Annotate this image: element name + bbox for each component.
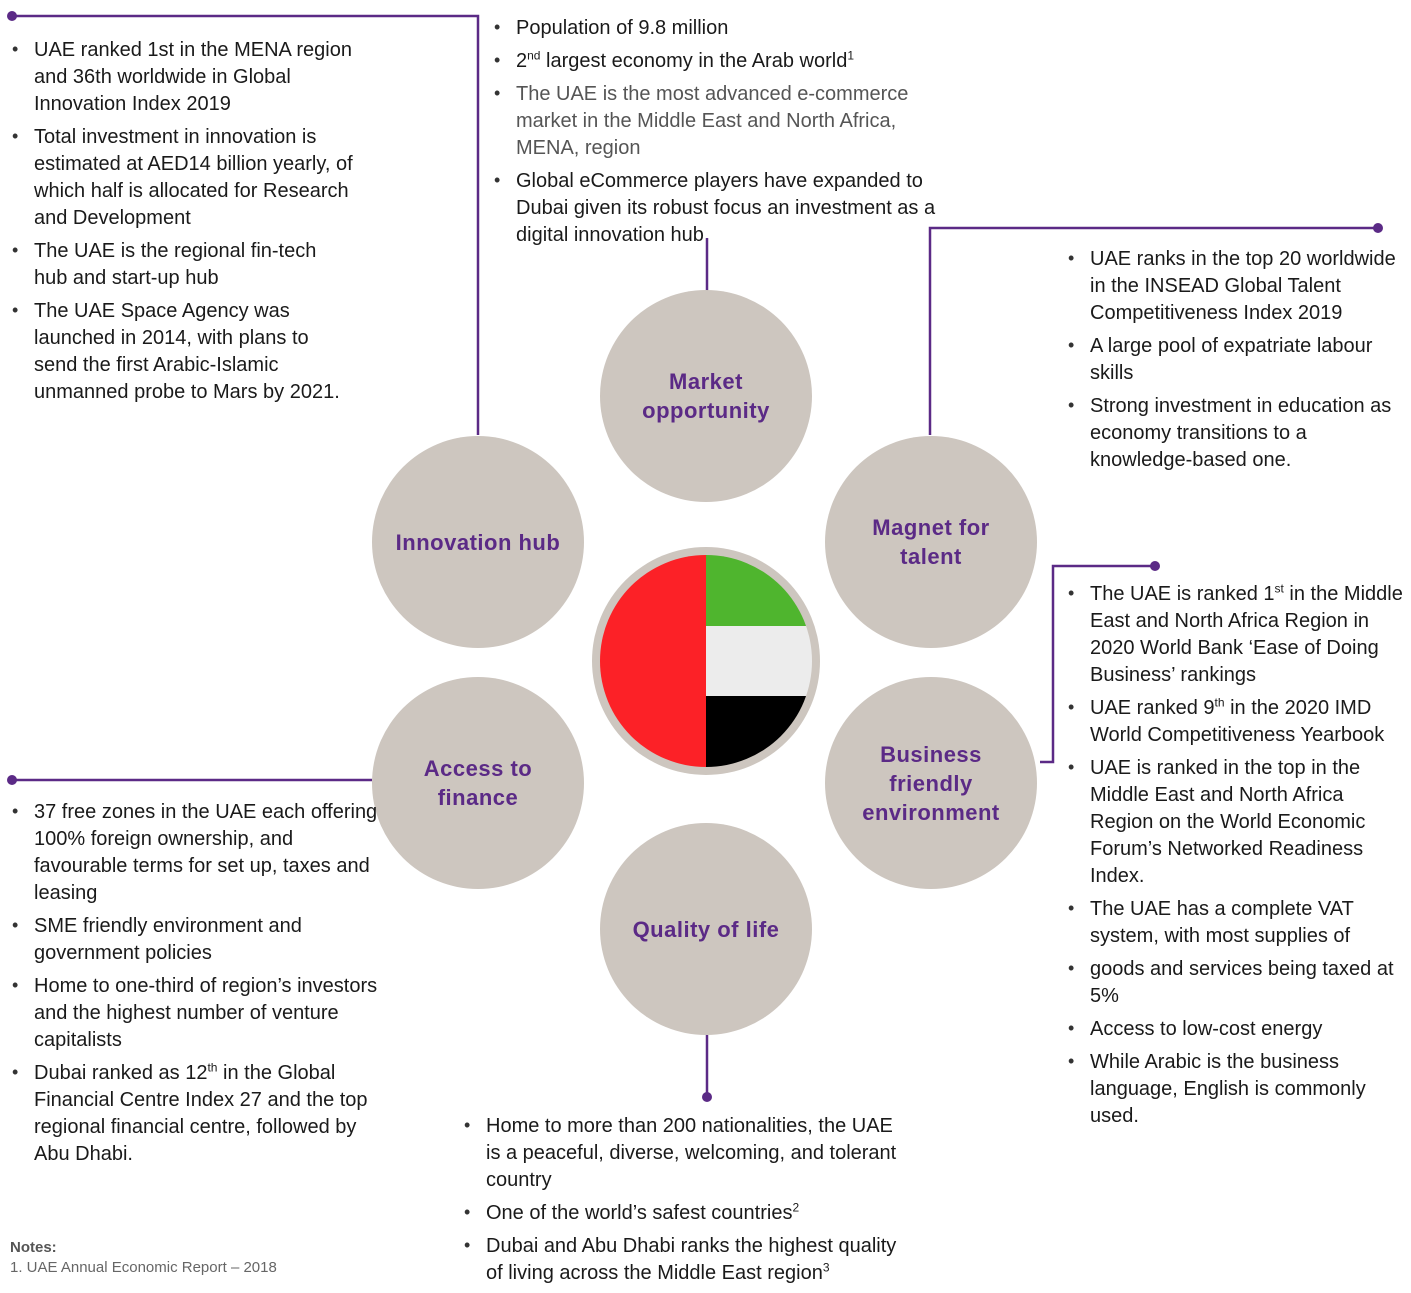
flag-black-stripe — [706, 696, 812, 767]
finance-connector-dot — [7, 775, 17, 785]
business-environment-circle: Business friendly environment — [825, 677, 1037, 889]
magnet-for-talent-circle: Magnet for talent — [825, 436, 1037, 648]
list-item: UAE ranked 9th in the 2020 IMD World Com… — [1066, 694, 1406, 749]
finance-bullets: 37 free zones in the UAE each offering 1… — [10, 798, 390, 1174]
list-item: The UAE is the regional fin-tech hub and… — [10, 237, 355, 292]
note-1: 1. UAE Annual Economic Report – 2018 — [10, 1259, 277, 1276]
quality-bullets: Home to more than 200 nationalities, the… — [462, 1112, 902, 1293]
list-item: Global eCommerce players have expanded t… — [492, 167, 942, 249]
magnet-for-talent-label: Magnet for talent — [872, 515, 990, 569]
notes: Notes: 1. UAE Annual Economic Report – 2… — [10, 1238, 277, 1278]
innovation-connector — [12, 14, 480, 435]
list-item: goods and services being taxed at 5% — [1066, 955, 1406, 1010]
list-item: A large pool of expatriate labour skills — [1066, 332, 1406, 387]
quality-connector-dot — [702, 1092, 712, 1102]
talent-bullets: UAE ranks in the top 20 worldwide in the… — [1066, 245, 1406, 480]
list-item: Total investment in innovation is estima… — [10, 123, 355, 232]
list-item: Dubai ranked as 12th in the Global Finan… — [10, 1059, 390, 1168]
business-connector-dot — [1150, 561, 1160, 571]
list-item: UAE ranks in the top 20 worldwide in the… — [1066, 245, 1406, 327]
list-item: While Arabic is the business language, E… — [1066, 1048, 1406, 1130]
business-environment-label: Business friendly environment — [862, 741, 1000, 825]
quality-of-life-label: Quality of life — [632, 916, 780, 942]
list-item: UAE is ranked in the top in the Middle E… — [1066, 754, 1406, 890]
list-item: One of the world’s safest countries2 — [462, 1199, 902, 1227]
list-item: 2nd largest economy in the Arab world1 — [492, 47, 942, 75]
list-item: SME friendly environment and government … — [10, 912, 390, 967]
list-item: Home to one-third of region’s investors … — [10, 972, 390, 1054]
talent-connector-dot — [1373, 223, 1383, 233]
list-item: UAE ranked 1st in the MENA region and 36… — [10, 36, 355, 118]
innovation-bullets: UAE ranked 1st in the MENA region and 36… — [10, 36, 355, 412]
innovation-hub-circle: Innovation hub — [372, 436, 584, 648]
innovation-hub-label: Innovation hub — [395, 529, 561, 555]
flag-red-band — [600, 555, 706, 767]
market-opportunity-circle: Market opportunity — [600, 290, 812, 502]
innovation-connector-dot — [7, 11, 17, 21]
list-item: The UAE is ranked 1st in the Middle East… — [1066, 580, 1406, 689]
access-to-finance-label: Access to finance — [423, 756, 533, 810]
market-bullets: Population of 9.8 million 2nd largest ec… — [492, 14, 942, 255]
market-opportunity-label: Market opportunity — [642, 369, 770, 423]
list-item: Dubai and Abu Dhabi ranks the highest qu… — [462, 1232, 902, 1287]
list-item: Strong investment in education as econom… — [1066, 392, 1406, 474]
access-to-finance-circle: Access to finance — [372, 677, 584, 889]
notes-heading: Notes: — [10, 1239, 57, 1256]
flag-green-stripe — [706, 555, 812, 626]
list-item: Home to more than 200 nationalities, the… — [462, 1112, 902, 1194]
business-bullets: The UAE is ranked 1st in the Middle East… — [1066, 580, 1406, 1136]
list-item: Access to low-cost energy — [1066, 1015, 1406, 1043]
list-item: Population of 9.8 million — [492, 14, 942, 42]
list-item: The UAE Space Agency was launched in 201… — [10, 297, 355, 406]
list-item: The UAE is the most advanced e-commerce … — [492, 80, 942, 162]
uae-flag-badge — [592, 547, 820, 775]
list-item: The UAE has a complete VAT system, with … — [1066, 895, 1406, 950]
quality-of-life-circle: Quality of life — [600, 823, 812, 1035]
business-connector — [1040, 564, 1155, 764]
uae-flag-icon — [600, 555, 812, 767]
flag-white-stripe — [706, 625, 812, 697]
list-item: 37 free zones in the UAE each offering 1… — [10, 798, 390, 907]
